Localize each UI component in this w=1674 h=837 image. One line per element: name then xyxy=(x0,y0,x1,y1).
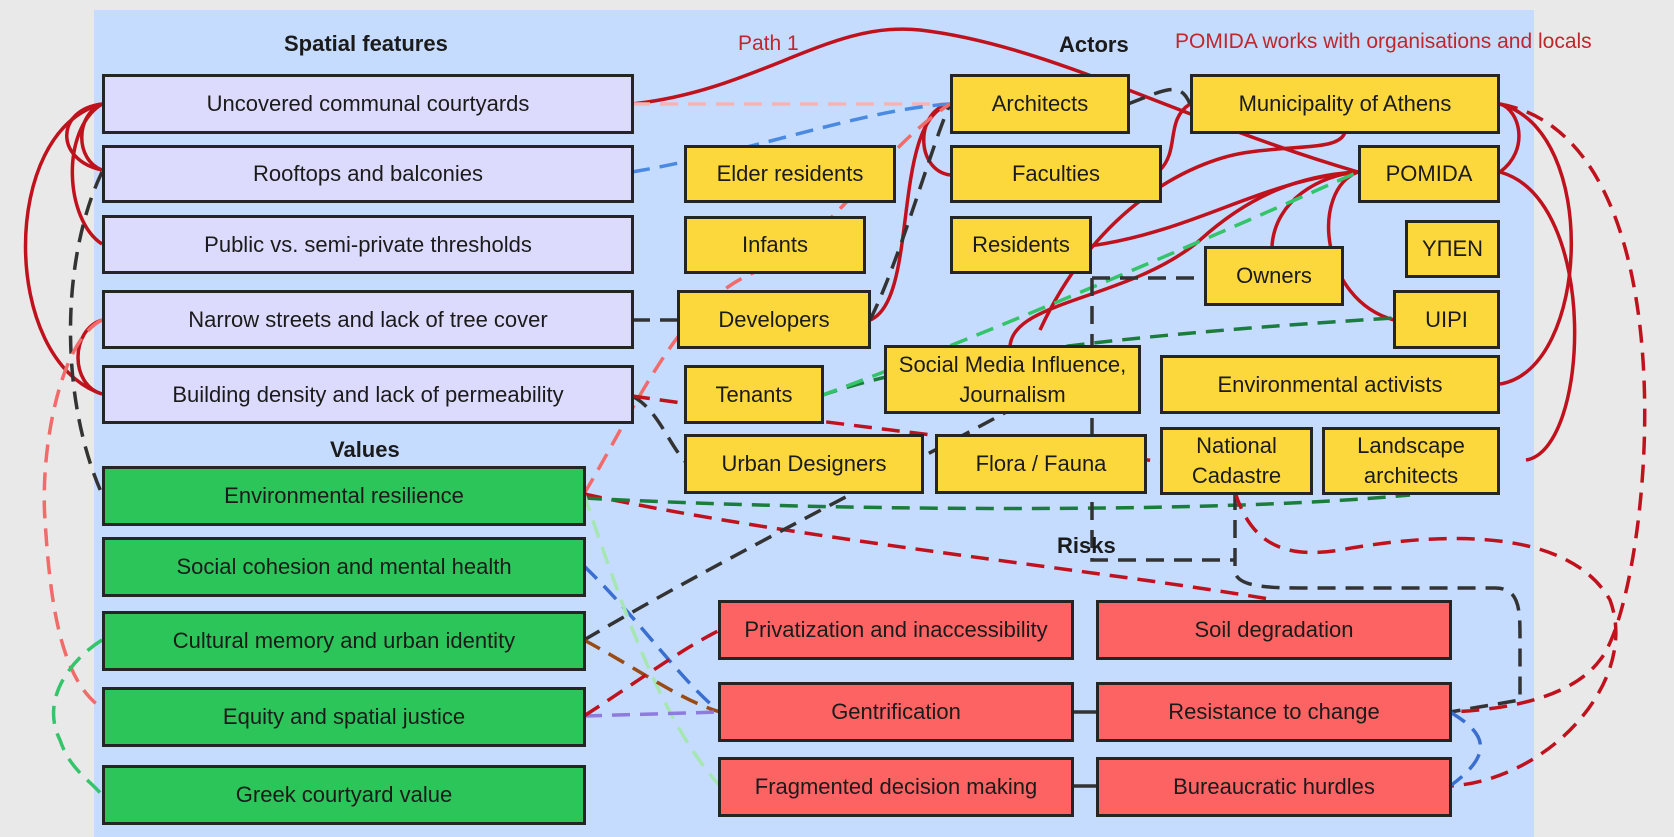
link-pomida-municipality xyxy=(1498,102,1521,174)
actor-ypen: ΥΠΕΝ xyxy=(1405,220,1500,278)
actor-municipality: Municipality of Athens xyxy=(1190,74,1500,134)
actor-national-cadastre: National Cadastre xyxy=(1160,427,1313,495)
value-environmental-resilience: Environmental resilience xyxy=(102,466,586,526)
link-resistance-bureaucratic-dash xyxy=(1448,710,1483,788)
feature-building-density: Building density and lack of permeabilit… xyxy=(102,365,634,424)
actor-uipi: UIPI xyxy=(1393,290,1500,349)
link-left-loop-4 xyxy=(80,102,103,172)
actor-elder-residents: Elder residents xyxy=(684,145,896,203)
link-equity-gentrification-dash xyxy=(583,710,721,718)
value-greek-courtyard: Greek courtyard value xyxy=(102,765,586,825)
header-actors: Actors xyxy=(1059,32,1129,57)
risk-bureaucratic-hurdles: Bureaucratic hurdles xyxy=(1096,757,1452,817)
link-env-fragmented-dash xyxy=(582,493,722,788)
link-social-gentrification-dash xyxy=(582,564,722,714)
actor-infants: Infants xyxy=(684,216,866,274)
actor-developers: Developers xyxy=(677,290,871,349)
link-env-soil-dash xyxy=(583,492,1276,602)
actor-owners: Owners xyxy=(1204,246,1344,306)
value-cultural-memory: Cultural memory and urban identity xyxy=(102,611,586,671)
header-risks: Risks xyxy=(1057,533,1116,558)
value-social-cohesion: Social cohesion and mental health xyxy=(102,537,586,597)
link-rooftops-architects-dash xyxy=(631,102,951,174)
risk-gentrification: Gentrification xyxy=(718,682,1074,742)
header-values: Values xyxy=(330,437,400,462)
link-owners-vertical-dash xyxy=(1090,278,1235,562)
link-cultural-greek-dash xyxy=(51,638,104,797)
actor-urban-designers: Urban Designers xyxy=(684,434,924,494)
link-pomida-uipi xyxy=(1327,170,1395,322)
link-equity-privatization-dash xyxy=(583,628,721,718)
actor-landscape-architects: Landscape architects xyxy=(1322,427,1500,495)
risk-soil-degradation: Soil degradation xyxy=(1096,600,1452,660)
link-cultural-gentrification-dash xyxy=(583,638,721,714)
feature-narrow-streets: Narrow streets and lack of tree cover xyxy=(102,290,634,349)
feature-rooftops-balconies: Rooftops and balconies xyxy=(102,145,634,203)
link-architects-municipality-dash xyxy=(1127,87,1192,106)
link-pomida-landscape xyxy=(1499,170,1577,462)
actor-flora-fauna: Flora / Fauna xyxy=(935,434,1147,494)
actor-tenants: Tenants xyxy=(684,365,824,424)
link-left-loop-3 xyxy=(23,102,103,396)
link-rooftops-env-dash xyxy=(68,171,104,495)
value-equity-justice: Equity and spatial justice xyxy=(102,687,586,747)
link-architects-faculties xyxy=(922,102,951,177)
feature-uncovered-courtyards: Uncovered communal courtyards xyxy=(102,74,634,134)
link-developers-architects-dash xyxy=(868,103,952,321)
link-national-bureaucratic-dash xyxy=(1233,491,1618,788)
actor-pomida: POMIDA xyxy=(1358,145,1500,203)
link-municipality-resistance-dash xyxy=(1449,102,1647,714)
actor-env-activists: Environmental activists xyxy=(1160,355,1500,414)
actor-faculties: Faculties xyxy=(950,145,1162,203)
header-spatial-features: Spatial features xyxy=(284,31,448,56)
actor-residents: Residents xyxy=(950,216,1092,274)
risk-fragmented-decision: Fragmented decision making xyxy=(718,757,1074,817)
actor-social-media: Social Media Influence, Journalism xyxy=(884,345,1141,414)
actor-architects: Architects xyxy=(950,74,1130,134)
risk-resistance-to-change: Resistance to change xyxy=(1096,682,1452,742)
note-path-1: Path 1 xyxy=(738,32,799,55)
link-national-resistance-dash xyxy=(1233,492,1522,714)
link-tenants-uipi-dash xyxy=(819,316,1395,398)
link-owners-pomida xyxy=(1270,170,1359,247)
link-left-loop-2 xyxy=(70,102,104,246)
link-density-developers-dash xyxy=(631,394,692,468)
link-faculties-municipality xyxy=(1158,102,1192,172)
feature-thresholds: Public vs. semi-private thresholds xyxy=(102,215,634,274)
link-env-landscape-dash xyxy=(583,493,1411,511)
note-pomida: POMIDA works with organisations and loca… xyxy=(1175,30,1592,53)
link-municipality-activists xyxy=(1499,102,1574,386)
risk-privatization: Privatization and inaccessibility xyxy=(718,600,1074,660)
